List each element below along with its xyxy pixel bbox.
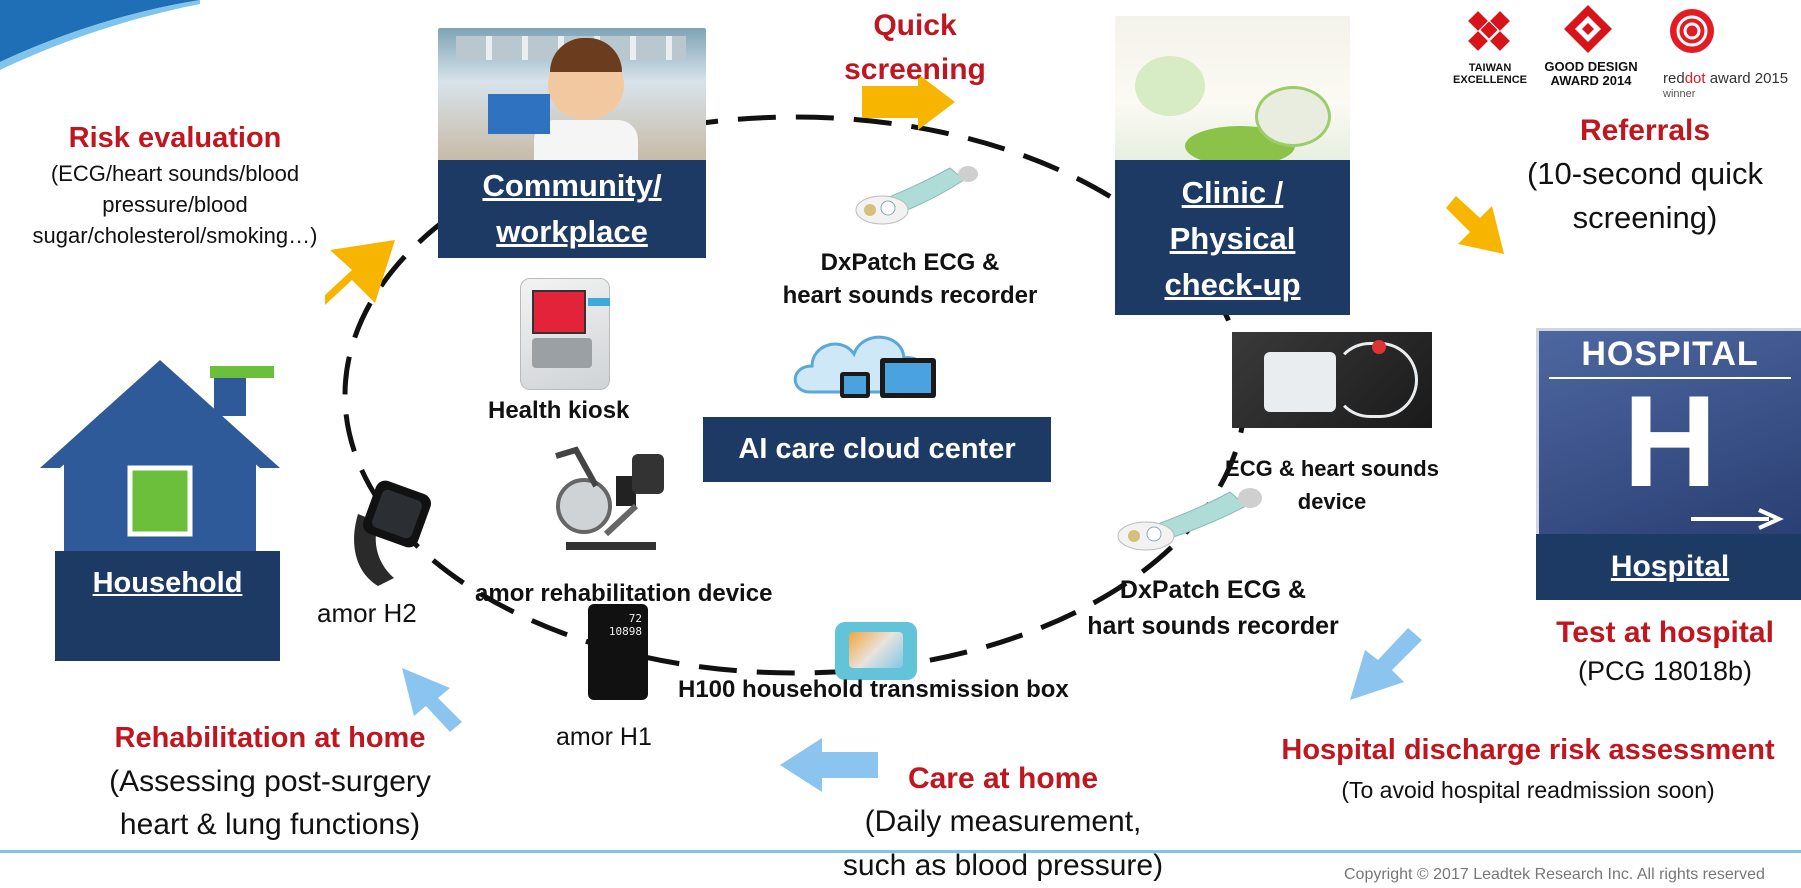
taiwan-text: EXCELLENCE	[1453, 74, 1527, 86]
quick-screening: Quick screening	[820, 4, 1010, 92]
hospital-h-letter: H	[1623, 368, 1717, 514]
risk-evaluation: Risk evaluation (ECG/heart sounds/blood …	[0, 122, 350, 251]
referrals: Referrals (10-second quick screening)	[1490, 114, 1800, 240]
h1-steps: 10898	[608, 625, 642, 638]
arrow-referrals	[1446, 196, 1504, 254]
corner-swoosh	[0, 0, 200, 70]
rehab-home-line: (Assessing post-surgery	[109, 765, 431, 798]
test-hospital-title: Test at hospital	[1556, 616, 1774, 649]
quick-line: screening	[844, 53, 986, 86]
clinic-box: Clinic / Physical check-up	[1115, 160, 1350, 315]
referrals-line: screening)	[1572, 200, 1718, 235]
clinic-label: check-up	[1164, 267, 1301, 302]
gooddesign-text: GOOD DESIGN	[1544, 59, 1638, 74]
cloud-devices-icon	[793, 335, 936, 398]
care-home-line: (Daily measurement,	[864, 805, 1142, 838]
reddot-text: reddot award 2015	[1663, 70, 1789, 87]
risk-line: sugar/cholesterol/smoking…)	[32, 223, 318, 248]
amor-h2-label: amor H2	[317, 598, 417, 628]
copyright: Copyright © 2017 Leadtek Research Inc. A…	[1344, 866, 1765, 883]
risk-line: pressure/blood	[102, 192, 248, 217]
community-photo	[438, 28, 706, 162]
rehab-home-line: heart & lung functions)	[119, 808, 421, 841]
clinic-label: Physical	[1169, 221, 1296, 256]
h1-heart-rate: 72	[628, 612, 642, 625]
dxpatch-top-line: DxPatch ECG &	[820, 249, 1000, 276]
quick-line: Quick	[873, 9, 957, 42]
household-box: Household	[55, 551, 280, 661]
gooddesign-text: AWARD 2014	[1550, 73, 1632, 88]
community-label: Community/	[482, 168, 662, 203]
amor-h1-label: amor H1	[556, 723, 652, 751]
ai-cloud-box: AI care cloud center	[703, 417, 1051, 482]
arrow-care-home	[780, 738, 878, 792]
ecg-device-label: ECG & heart sounds device	[1200, 452, 1464, 518]
reddot-logo	[1670, 9, 1714, 53]
dxpatch-device-icon	[855, 166, 978, 225]
health-kiosk-image	[510, 278, 630, 396]
h100-box-image	[835, 622, 917, 680]
dxpatch-bottom-label: DxPatch ECG & hart sounds recorder	[1058, 572, 1368, 644]
test-hospital-sub: (PCG 18018b)	[1577, 656, 1753, 686]
risk-evaluation-title: Risk evaluation	[68, 122, 282, 154]
house-icon	[40, 360, 280, 575]
amor-h2-watch-icon	[354, 480, 432, 586]
health-kiosk-label: Health kiosk	[488, 397, 630, 424]
discharge-title: Hospital discharge risk assessment	[1281, 734, 1775, 766]
awards: TAIWAN EXCELLENCE GOOD DESIGN AWARD 2014…	[1445, 0, 1801, 100]
care-at-home: Care at home (Daily measurement, such as…	[818, 762, 1188, 888]
clinic-label: Clinic /	[1181, 175, 1284, 210]
ecg-device-line: ECG & heart sounds	[1225, 456, 1439, 481]
arrow-rehab-home	[402, 668, 462, 732]
arrow-right-icon	[1691, 508, 1784, 530]
care-home-title: Care at home	[907, 762, 1099, 795]
referrals-line: (10-second quick	[1526, 156, 1764, 191]
dxpatch-bottom-device-icon	[1117, 488, 1262, 551]
discharge-assessment: Hospital discharge risk assessment (To a…	[1258, 734, 1798, 804]
taiwan-excellence-logo	[1468, 11, 1510, 51]
hospital-sign-text: HOSPITAL	[1581, 335, 1759, 373]
rehab-bike-icon	[555, 446, 664, 550]
amor-h1-device: 72 10898	[588, 604, 648, 700]
clinic-photo	[1115, 16, 1350, 161]
rehab-home-title: Rehabilitation at home	[114, 722, 426, 754]
community-box: Community/ workplace	[438, 160, 706, 258]
good-design-logo	[1564, 5, 1612, 53]
h100-label: H100 household transmission box	[678, 676, 1069, 703]
ecg-device-line: device	[1297, 489, 1367, 514]
dxpatch-bottom-line: hart sounds recorder	[1087, 612, 1339, 640]
household-label: Household	[92, 567, 243, 599]
hospital-sign: HOSPITAL H	[1536, 328, 1801, 540]
arrow-discharge	[1350, 628, 1422, 700]
dxpatch-top-line: heart sounds recorder	[782, 282, 1038, 309]
referrals-title: Referrals	[1579, 114, 1711, 147]
arrow-risk-to-community	[325, 240, 395, 305]
dxpatch-top-label: DxPatch ECG & heart sounds recorder	[740, 246, 1080, 312]
community-label: workplace	[496, 214, 648, 249]
hospital-box: Hospital	[1536, 534, 1801, 600]
footer-line	[0, 850, 1801, 853]
rehab-device-label: amor rehabilitation device	[475, 580, 773, 607]
rehab-at-home: Rehabilitation at home (Assessing post-s…	[80, 722, 460, 846]
taiwan-text: TAIWAN	[1468, 62, 1512, 74]
dxpatch-bottom-line: DxPatch ECG &	[1119, 576, 1307, 604]
reddot-sub: winner	[1663, 88, 1696, 100]
hospital-label: Hospital	[1610, 550, 1730, 583]
risk-line: (ECG/heart sounds/blood	[50, 161, 300, 186]
discharge-sub: (To avoid hospital readmission soon)	[1341, 777, 1715, 803]
arrow-quick-screening	[862, 74, 955, 130]
care-home-line: such as blood pressure)	[842, 849, 1164, 882]
ecg-device-photo	[1232, 332, 1432, 428]
test-at-hospital: Test at hospital (PCG 18018b)	[1530, 616, 1800, 687]
